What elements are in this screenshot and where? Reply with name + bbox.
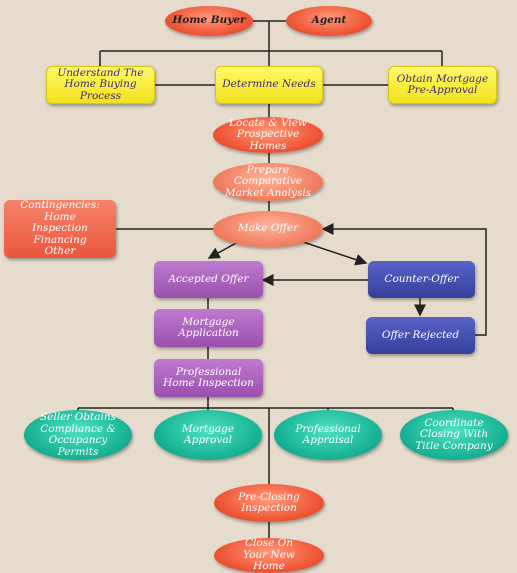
agent-node: Agent bbox=[286, 6, 372, 36]
determine-needs-node: Determine Needs bbox=[215, 66, 323, 104]
counter-offer-node: Counter-Offer bbox=[368, 261, 475, 298]
make-offer-node: Make Offer bbox=[213, 211, 323, 247]
accepted-offer-node: Accepted Offer bbox=[154, 261, 263, 298]
coordinate-closing-node: Coordinate Closing With Title Company bbox=[400, 410, 508, 460]
mortgage-preapproval-node: Obtain Mortgage Pre-Approval bbox=[388, 66, 497, 104]
contingencies-node: Contingencies: Home Inspection Financing… bbox=[4, 200, 116, 258]
mortgage-application-node: Mortgage Application bbox=[154, 309, 263, 347]
home-buyer-node: Home Buyer bbox=[165, 6, 253, 36]
seller-permits-node: Seller Obtains Compliance & Occupancy Pe… bbox=[24, 410, 132, 460]
understand-process-node: Understand The Home Buying Process bbox=[46, 66, 155, 104]
home-inspection-node: Professional Home Inspection bbox=[154, 359, 263, 397]
professional-appraisal-node: Professional Appraisal bbox=[274, 410, 382, 460]
mortgage-approval-node: Mortgage Approval bbox=[154, 410, 262, 460]
locate-homes-node: Locate & View Prospective Homes bbox=[213, 117, 323, 153]
close-on-home-node: Close On Your New Home bbox=[214, 538, 324, 573]
market-analysis-node: Prepare Comparative Market Analysis bbox=[213, 163, 323, 201]
offer-rejected-node: Offer Rejected bbox=[366, 317, 475, 354]
pre-closing-inspection-node: Pre-Closing Inspection bbox=[214, 484, 324, 522]
